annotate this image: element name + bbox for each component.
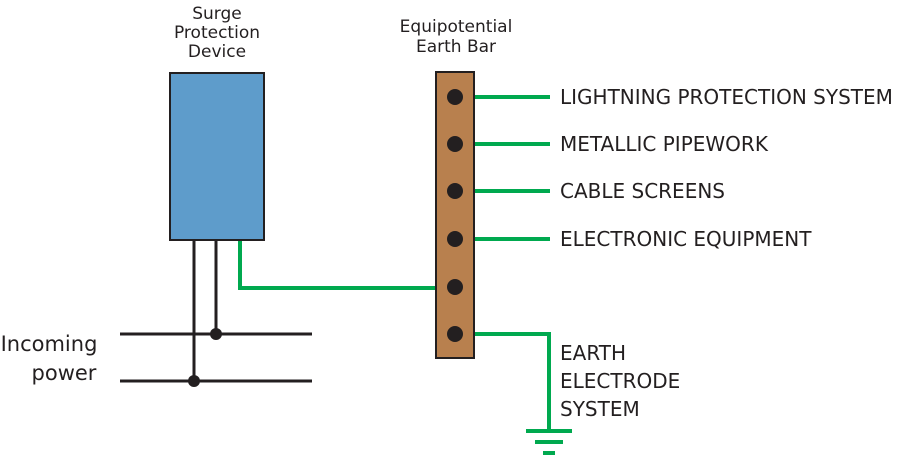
junction-dot-upper <box>210 328 222 340</box>
power-wires <box>120 240 312 383</box>
label-metallic-pipework: METALLIC PIPEWORK <box>560 132 769 156</box>
earth-bar-title-line-1: Equipotential <box>400 17 513 37</box>
incoming-power-label-line-2: power <box>32 361 97 385</box>
terminal-1 <box>447 89 463 105</box>
earth-electrode-label-line-2: ELECTRODE <box>560 369 680 393</box>
incoming-power-label-line-1: Incoming <box>1 332 98 356</box>
spd-title-line-2: Protection <box>174 23 260 43</box>
earth-bar-title-line-2: Earth Bar <box>416 37 496 57</box>
earth-electrode-label-line-1: EARTH <box>560 341 626 365</box>
terminal-3 <box>447 183 463 199</box>
wire-earth-electrode <box>455 332 551 430</box>
label-electronic-equipment: ELECTRONIC EQUIPMENT <box>560 227 812 251</box>
spd-title-line-1: Surge <box>192 4 242 24</box>
terminal-2 <box>447 136 463 152</box>
label-cable-screens: CABLE SCREENS <box>560 179 725 203</box>
earth-electrode-label-line-3: SYSTEM <box>560 397 640 421</box>
earth-symbol <box>526 429 572 455</box>
terminal-4 <box>447 231 463 247</box>
equipotential-earth-bar <box>435 71 475 359</box>
spd-earth-wire <box>238 240 455 290</box>
label-lightning-protection: LIGHTNING PROTECTION SYSTEM <box>560 85 893 109</box>
spd-title-line-3: Device <box>188 42 246 62</box>
surge-protection-device <box>169 72 265 241</box>
junction-dot-lower <box>188 375 200 387</box>
terminal-6 <box>447 326 463 342</box>
terminal-5 <box>447 279 463 295</box>
